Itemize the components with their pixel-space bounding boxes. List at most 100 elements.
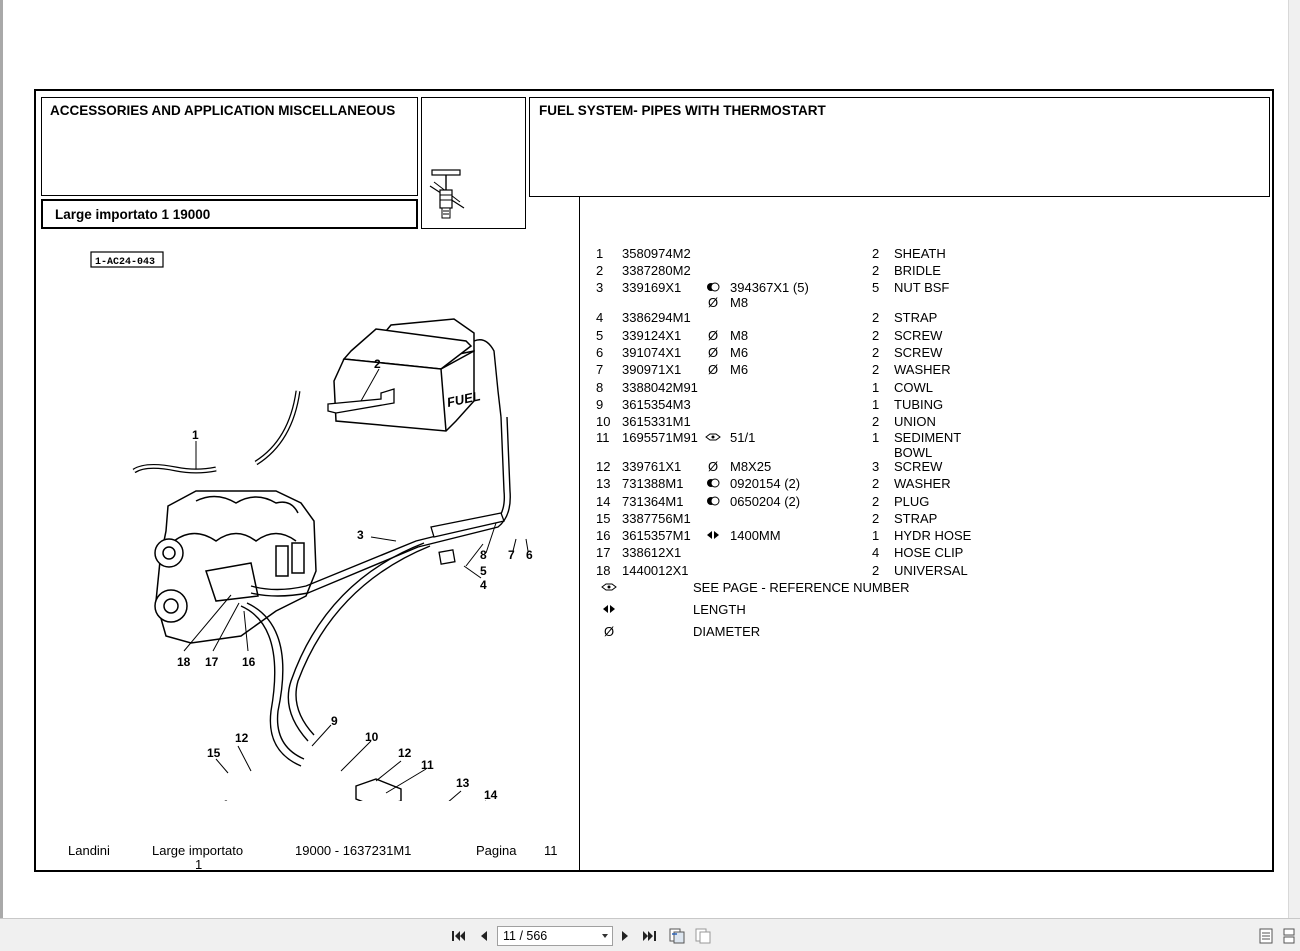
section-title-box: ACCESSORIES AND APPLICATION MISCELLANEOU…	[41, 97, 418, 196]
model-label: Large importato 1 19000	[55, 207, 211, 222]
single-page-view-button[interactable]	[1257, 927, 1275, 945]
continuous-page-icon	[1283, 928, 1295, 944]
callout-11: 11	[421, 758, 434, 772]
part-num: 15	[596, 511, 611, 526]
first-page-button[interactable]	[449, 927, 467, 945]
part-num: 14	[596, 494, 611, 509]
part-desc: BRIDLE	[894, 263, 941, 278]
part-num: 17	[596, 545, 611, 560]
part-row-7: 7 390971X1 Ø M6 2 WASHER	[596, 362, 1256, 378]
chevron-down-icon	[602, 934, 608, 938]
part-num: 7	[596, 362, 604, 377]
part-spec: M8	[730, 328, 749, 343]
part-ref: 3580974M2	[622, 246, 691, 261]
callout-2: 2	[374, 357, 381, 371]
part-ref: 1695571M91	[622, 430, 698, 445]
part-num: 9	[596, 397, 604, 412]
part-desc: SCREW	[894, 459, 943, 474]
part-ref: 339124X1	[622, 328, 682, 343]
fit-page-icon	[669, 928, 685, 944]
callout-10: 10	[365, 730, 379, 744]
part-row-3: 3 339169X1 394367X1 (5) Ø M8 5 NUT BSF	[596, 280, 1256, 310]
part-qty: 2	[872, 476, 880, 491]
part-num: 11	[596, 430, 610, 445]
part-row-1: 1 3580974M2 2 SHEATH	[596, 246, 1256, 262]
part-desc: HYDR HOSE	[894, 528, 972, 543]
last-page-button[interactable]	[641, 927, 659, 945]
callout-12a: 12	[398, 746, 412, 760]
tank-label: FUEL	[446, 388, 482, 410]
footer-model-line2: 1	[195, 857, 203, 872]
callout-5: 5	[480, 564, 487, 578]
viewer-toolbar: 11 / 566	[0, 918, 1300, 951]
part-num: 1	[596, 246, 604, 261]
page-indicator: 11 / 566	[503, 929, 548, 943]
part-row-17: 17 338612X1 4 HOSE CLIP	[596, 545, 1256, 561]
part-ref: 3386294M1	[622, 310, 691, 325]
footer-page-label: Pagina	[476, 843, 517, 858]
part-desc: STRAP	[894, 511, 938, 526]
part-num: 16	[596, 528, 611, 543]
callout-15: 15	[207, 746, 221, 760]
footer-model: Large importato	[152, 843, 244, 858]
cowl	[430, 512, 505, 565]
thread-icon	[704, 494, 722, 509]
part-spec: M6	[730, 345, 749, 360]
part-row-10: 10 3615331M1 2 UNION	[596, 414, 1256, 430]
part-ref: 731364M1	[622, 494, 684, 509]
fit-page-button[interactable]	[668, 927, 686, 945]
part-row-8: 8 3388042M91 1 COWL	[596, 380, 1256, 396]
callout-4: 4	[480, 578, 487, 592]
part-qty: 2	[872, 511, 880, 526]
legend-length: LENGTH	[596, 602, 1256, 620]
diameter-icon: Ø	[707, 295, 719, 310]
callout-9: 9	[331, 714, 338, 728]
part-qty: 3	[872, 459, 880, 474]
part-ref: 1440012X1	[622, 563, 689, 578]
single-page-icon	[1259, 928, 1273, 944]
part-qty: 2	[872, 310, 880, 325]
part-qty: 5	[872, 280, 880, 295]
callout-7: 7	[508, 548, 515, 562]
prev-page-button[interactable]	[474, 927, 492, 945]
page-selector[interactable]: 11 / 566	[497, 926, 613, 946]
vertical-scrollbar[interactable]	[1288, 0, 1300, 918]
part-qty: 4	[872, 545, 880, 560]
part-desc: HOSE CLIP	[894, 545, 964, 560]
last-page-icon	[643, 931, 656, 941]
part-row-11: 11 1695571M91 51/1 1 SEDIMENT BOWL	[596, 430, 1256, 460]
legend-reference: SEE PAGE - REFERENCE NUMBER	[596, 580, 1256, 598]
part-ref: 391074X1	[622, 345, 682, 360]
part-num: 10	[596, 414, 611, 429]
part-desc: SCREW	[894, 345, 943, 360]
part-row-14: 14 731364M1 0650204 (2) 2 PLUG	[596, 494, 1256, 510]
part-ref: 390971X1	[622, 362, 682, 377]
part-row-9: 9 3615354M3 1 TUBING	[596, 397, 1256, 413]
fit-width-button[interactable]	[694, 927, 712, 945]
part-row-15: 15 3387756M1 2 STRAP	[596, 511, 1256, 527]
part-num: 6	[596, 345, 604, 360]
document-page: ACCESSORIES AND APPLICATION MISCELLANEOU…	[0, 0, 1274, 918]
part-ref: 338612X1	[622, 545, 682, 560]
sheath-hoses	[132, 390, 301, 474]
diagram-svg: 1-AC24-043 FUEL	[90, 251, 533, 882]
callout-8: 8	[480, 548, 487, 562]
part-spec: M8X25	[730, 459, 772, 474]
part-ref: 339169X1	[622, 280, 682, 295]
group-title: FUEL SYSTEM- PIPES WITH THERMOSTART	[539, 103, 826, 118]
next-page-button[interactable]	[617, 927, 635, 945]
callout-6: 6	[526, 548, 533, 562]
part-qty: 1	[872, 380, 880, 395]
part-num: 8	[596, 380, 604, 395]
part-desc: WASHER	[894, 476, 951, 491]
section-title: ACCESSORIES AND APPLICATION MISCELLANEOU…	[50, 103, 396, 118]
diameter-icon: Ø	[603, 624, 615, 639]
callout-3: 3	[357, 528, 364, 542]
continuous-page-view-button[interactable]	[1280, 927, 1298, 945]
part-num: 3	[596, 280, 604, 295]
part-spec: M6	[730, 362, 749, 377]
sediment-bowl-filter	[355, 778, 402, 848]
part-row-4: 4 3386294M1 2 STRAP	[596, 310, 1256, 326]
part-desc: WASHER	[894, 362, 951, 377]
